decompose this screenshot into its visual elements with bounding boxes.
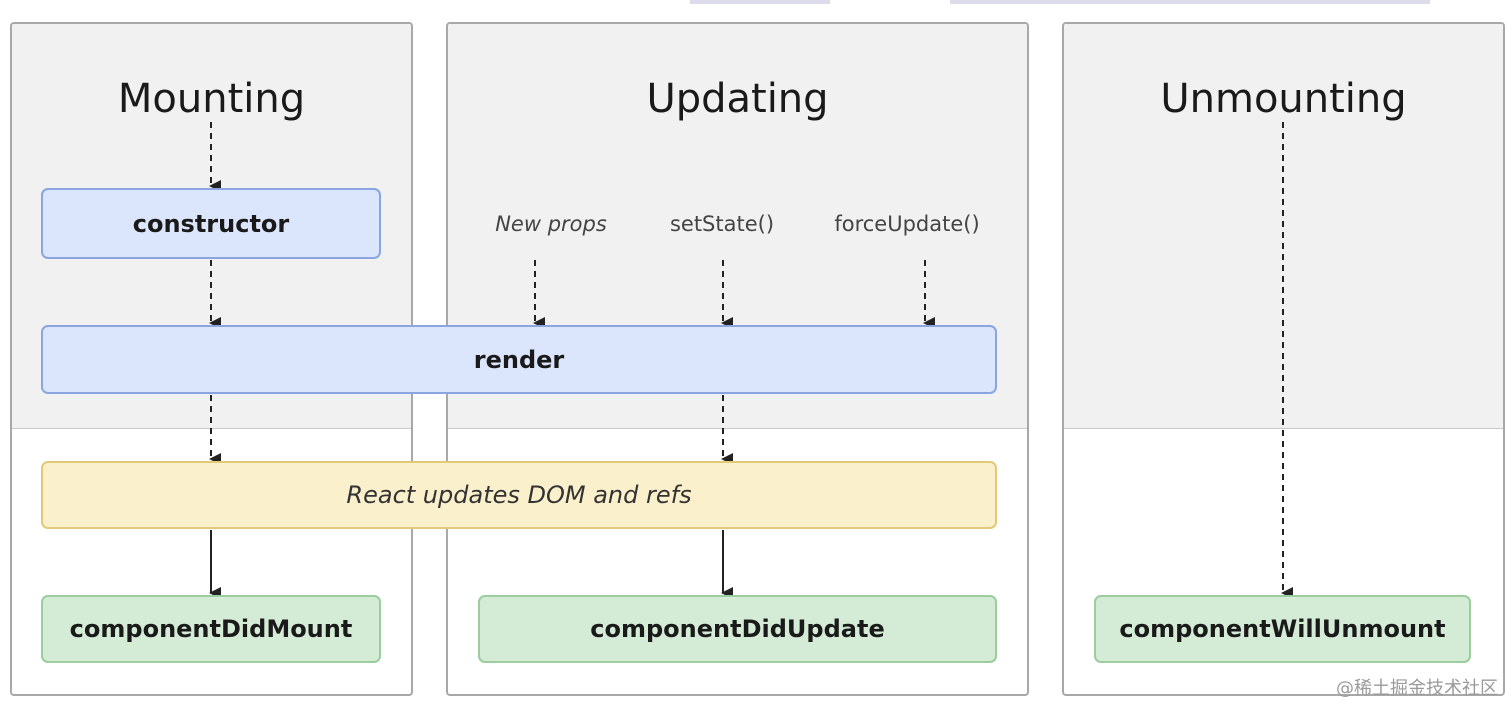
render-box: render [41,325,997,394]
trigger-set-state: setState() [669,212,775,236]
top-edge-strip [690,0,830,4]
top-edge-strip [950,0,1430,4]
component-did-mount-box: componentDidMount [41,595,381,663]
component-will-unmount-box: componentWillUnmount [1094,595,1471,663]
component-did-update-box: componentDidUpdate [478,595,997,663]
mounting-title: Mounting [117,76,306,122]
constructor-box: constructor [41,188,381,259]
trigger-new-props: New props [495,212,607,236]
updating-title: Updating [646,76,829,122]
react-updates-dom-box: React updates DOM and refs [41,461,997,529]
unmounting-title: Unmounting [1160,76,1407,122]
watermark: @稀土掘金技术社区 [1336,678,1498,699]
trigger-force-update: forceUpdate() [834,212,980,236]
